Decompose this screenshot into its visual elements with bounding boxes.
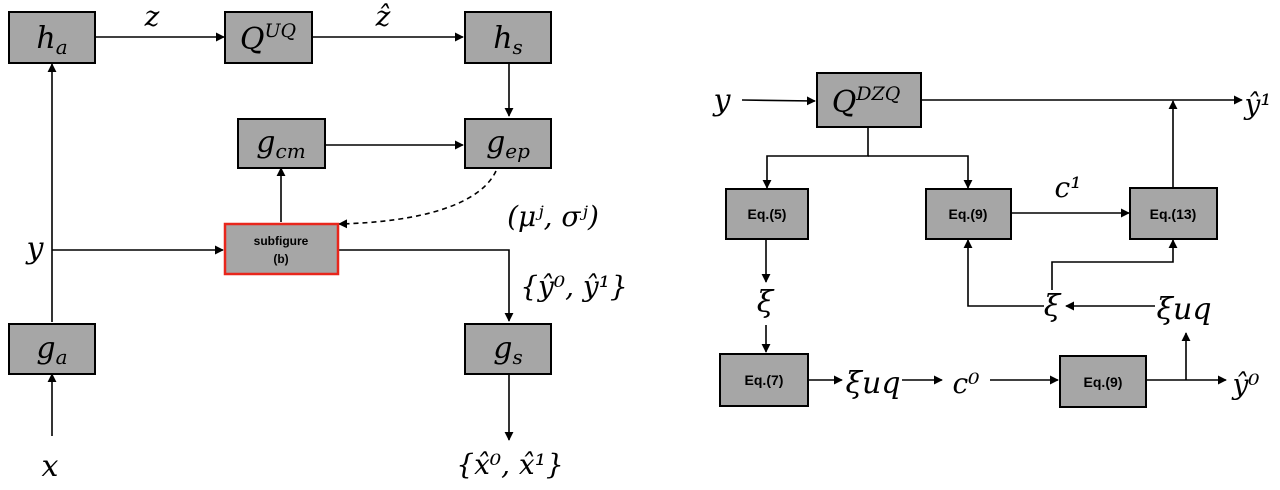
label-mu-sigma: (μʲ, σʲ)	[507, 200, 599, 233]
node-qdzq: QDZQ	[816, 72, 922, 128]
svg-text:QDZQ: QDZQ	[832, 83, 901, 120]
label-zhat: ẑ	[375, 0, 391, 33]
node-gs: gs	[464, 323, 552, 375]
node-gcm: gcm	[237, 118, 326, 169]
label-y-right: y	[712, 83, 732, 118]
label-z: z	[144, 0, 160, 33]
right-diagram: QDZQ Eq.(5) Eq.(9) Eq.(13) Eq.(7) Eq.(9)…	[712, 72, 1272, 408]
arrow-subfig-to-gs	[338, 249, 514, 322]
left-diagram: ha QUQ hs gcm gep subfigure (b) ga	[8, 0, 628, 484]
arrow-y-to-qdzq	[741, 96, 816, 106]
svg-text:ha: ha	[36, 21, 67, 59]
label-y: y	[25, 231, 45, 266]
label-y-set: {ŷ⁰, ŷ¹}	[520, 270, 628, 303]
label-x: x	[42, 449, 59, 484]
svg-text:ga: ga	[36, 331, 67, 369]
svg-text:Eq.(7): Eq.(7)	[745, 372, 784, 388]
node-gep: gep	[464, 118, 552, 169]
svg-text:QUQ: QUQ	[240, 20, 296, 57]
svg-text:Eq.(5): Eq.(5)	[748, 206, 787, 222]
node-subfigure-b: subfigure (b)	[223, 222, 340, 276]
svg-text:gcm: gcm	[256, 125, 305, 163]
svg-text:subfigure: subfigure	[254, 234, 309, 248]
label-xi-uq-right: ξuq	[1156, 292, 1211, 327]
node-eq13: Eq.(13)	[1129, 187, 1218, 240]
arrow-xi-to-eq9-top	[963, 239, 1044, 307]
arrow-qdzq-to-eq9-top	[868, 155, 973, 189]
node-ga: ga	[8, 323, 96, 375]
node-eq5: Eq.(5)	[725, 188, 809, 240]
svg-text:hs: hs	[493, 21, 523, 59]
arrow-xi-to-eq13	[1051, 239, 1178, 290]
label-y1hat: ŷ¹	[1242, 88, 1271, 121]
svg-text:Eq.(9): Eq.(9)	[1084, 374, 1123, 390]
label-c1: c¹	[1055, 171, 1082, 204]
svg-text:gs: gs	[493, 331, 522, 369]
svg-text:gep: gep	[486, 125, 530, 163]
node-quq: QUQ	[224, 11, 313, 64]
node-eq7: Eq.(7)	[719, 353, 809, 407]
node-eq9-bottom: Eq.(9)	[1059, 355, 1147, 408]
label-c0: c⁰	[953, 367, 980, 400]
label-xi-left: ξ	[757, 285, 775, 320]
label-x-set: {x̂⁰, x̂¹}	[456, 448, 563, 481]
label-xi-uq-bottom: ξuq	[845, 366, 900, 401]
svg-text:(b): (b)	[273, 252, 288, 266]
svg-text:Eq.(13): Eq.(13)	[1150, 206, 1197, 222]
node-eq9-top: Eq.(9)	[925, 188, 1012, 240]
left-connectors	[47, 32, 514, 441]
svg-text:Eq.(9): Eq.(9)	[949, 206, 988, 222]
arrow-qdzq-to-eq5	[762, 127, 869, 189]
label-y0hat: ŷ⁰	[1230, 368, 1259, 401]
right-connectors	[741, 95, 1243, 385]
dashed-arrow-gep-to-subfig	[338, 170, 497, 229]
node-hs: hs	[464, 11, 552, 64]
node-ha: ha	[8, 11, 96, 64]
label-xi-mid: ξ	[1044, 289, 1062, 324]
